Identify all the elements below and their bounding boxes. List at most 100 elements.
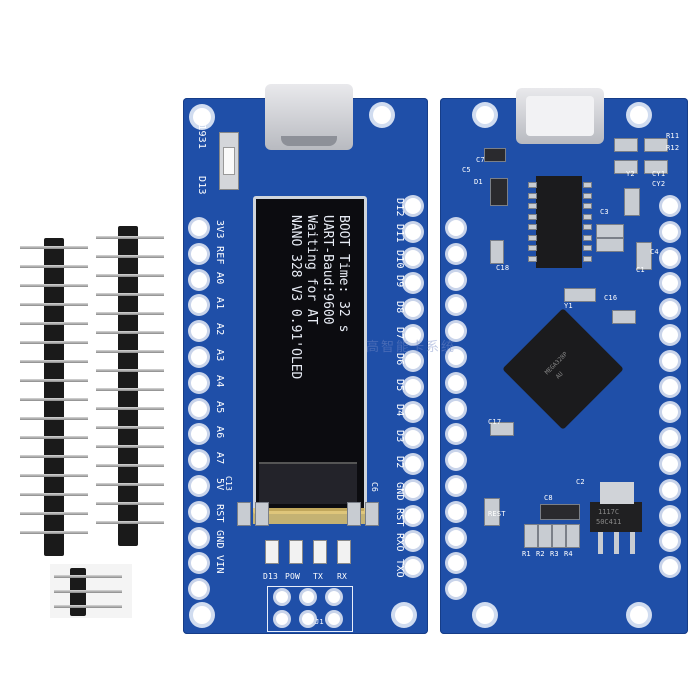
- nano-board-front: U1931 D13 BOOT Time: 32 s UART-Baud:9600…: [183, 84, 428, 634]
- oled-line-4: NANO 328 V3 0.91'OLED: [288, 215, 303, 380]
- silk-label-c7: C7: [476, 156, 485, 164]
- pin-hole: [405, 507, 421, 524]
- pin-hole: [405, 378, 421, 395]
- pin-hole: [448, 349, 464, 365]
- pin-hole: [405, 223, 421, 240]
- usb-serial-chip: [536, 176, 582, 268]
- silk-label-c6: C6: [370, 482, 379, 493]
- pin-hole: [405, 198, 421, 214]
- usb-c-connector[interactable]: [265, 84, 353, 150]
- header-pin: [20, 531, 88, 534]
- header-pin: [96, 464, 164, 467]
- pin-hole: [448, 529, 464, 546]
- header-pin: [96, 350, 164, 353]
- pin-label-a2: A2: [214, 323, 225, 336]
- chip-pin: [528, 203, 537, 209]
- pin-label-d10: D10: [394, 249, 405, 269]
- pin-label-txo: TXO: [394, 559, 405, 578]
- reset-button[interactable]: [219, 132, 239, 190]
- pin-label-d4: D4: [394, 404, 405, 417]
- oled-display: BOOT Time: 32 s UART-Baud:9600 Waiting f…: [253, 196, 367, 514]
- pin-label-rst: RST: [394, 507, 405, 527]
- oled-line-2: UART-Baud:9600: [320, 215, 335, 325]
- led-label-rx: RX: [337, 572, 348, 581]
- silk-label-c17: C17: [488, 418, 502, 426]
- chip-pin: [528, 182, 537, 188]
- header-pin: [96, 521, 164, 524]
- pin-hole: [191, 478, 207, 494]
- pin-hole: [191, 426, 207, 443]
- led-pow: [289, 540, 303, 564]
- pin-hole: [662, 456, 678, 472]
- pin-hole: [405, 533, 421, 550]
- pin-hole: [191, 503, 207, 520]
- pin-label-a7: A7: [214, 452, 225, 465]
- oled-flex-connector: [259, 462, 357, 504]
- pin-hole: [448, 478, 464, 494]
- silk-label-r2: R2: [536, 550, 545, 558]
- led-label-tx: TX: [313, 572, 324, 581]
- silk-label-c5: C5: [462, 166, 471, 174]
- pin-hole: [405, 275, 421, 292]
- header-pin: [20, 246, 88, 249]
- header-pin: [96, 369, 164, 372]
- header-pin: [20, 417, 88, 420]
- header-pin: [20, 512, 88, 515]
- mounting-hole: [373, 106, 391, 124]
- silk-label-r12: R12: [666, 144, 680, 152]
- pin-hole: [448, 245, 464, 262]
- header-pin: [20, 341, 88, 344]
- mounting-hole: [476, 106, 494, 124]
- pin-label-d12: D12: [394, 198, 405, 217]
- chip-pin: [583, 245, 592, 251]
- pin-label-a1: A1: [214, 297, 225, 310]
- pin-hole: [448, 426, 464, 443]
- pin-hole: [191, 323, 207, 340]
- mounting-hole: [630, 606, 648, 624]
- watermark-text: 高智能卡系统: [366, 340, 457, 355]
- pin-hole: [662, 533, 678, 550]
- silk-label-r3: R3: [550, 550, 559, 558]
- oled-line-1: BOOT Time: 32 s: [336, 215, 351, 333]
- pin-label-gnd: GND: [214, 529, 225, 549]
- pin-label-rst: RST: [214, 503, 225, 523]
- pin-hole: [448, 297, 464, 314]
- voltage-regulator: [590, 502, 642, 532]
- pin-hole: [448, 271, 464, 288]
- pin-hole: [191, 245, 207, 262]
- pin-hole: [662, 559, 678, 576]
- header-pin: [96, 331, 164, 334]
- pin-hole: [191, 349, 207, 365]
- pin-label-rxo: RXO: [394, 533, 405, 553]
- pin-label-d9: D9: [394, 275, 405, 288]
- header-pin: [20, 493, 88, 496]
- pin-label-a6: A6: [214, 426, 225, 439]
- silk-label-c2: C2: [576, 478, 585, 486]
- silk-label-u1931: U1931: [196, 118, 207, 150]
- pin-label-3v3: 3V3: [214, 220, 225, 239]
- pin-hole: [662, 301, 678, 318]
- pin-hole: [448, 400, 464, 417]
- chip-pin: [528, 192, 537, 199]
- silk-label-y2: Y2: [626, 170, 635, 178]
- pin-hole: [405, 456, 421, 472]
- silk-label-c8: C8: [544, 494, 553, 502]
- header-pin: [96, 293, 164, 296]
- silk-label-cy1: CY1: [652, 170, 666, 178]
- pin-hole: [662, 275, 678, 292]
- chip-pin: [583, 255, 592, 262]
- header-pin: [20, 265, 88, 268]
- header-pin: [20, 322, 88, 325]
- chip-pin: [528, 213, 537, 220]
- oled-line-3: Waiting for AT: [304, 215, 319, 325]
- header-pin: [96, 236, 164, 239]
- mounting-hole: [193, 606, 211, 624]
- pin-hole: [662, 249, 678, 266]
- pin-label-d8: D8: [394, 301, 405, 314]
- header-pin: [96, 502, 164, 505]
- silk-label-d13: D13: [196, 176, 207, 195]
- chip-pin: [528, 255, 537, 262]
- pin-hole: [405, 352, 421, 369]
- mounting-hole: [476, 606, 494, 624]
